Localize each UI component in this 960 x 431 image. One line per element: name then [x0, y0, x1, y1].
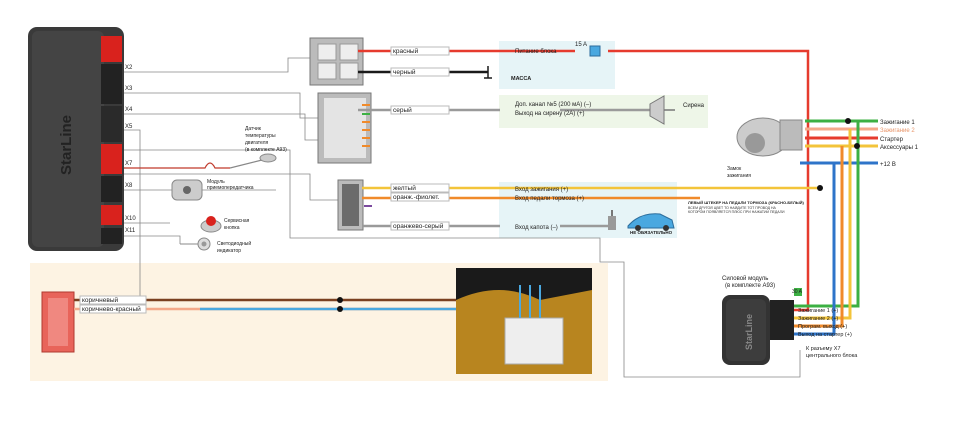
brake-note-text: ВСЕМ ДРУГОЙ ЦВЕТ ТО НАЙДИТЕ ТОТ ПРОВОД Н…: [688, 206, 785, 214]
power-module-label: (в комплекте А93): [725, 283, 775, 289]
connector-x2-block: [309, 37, 364, 86]
junction-dot: [337, 297, 343, 303]
connector-label: X11: [125, 228, 136, 234]
hood-switch-icon: [608, 210, 616, 230]
ground-label: МАССА: [511, 76, 531, 82]
wire-label-brown-red: коричнево-красный: [82, 305, 141, 313]
wire-label-orange-gray: оранжево-серый: [393, 222, 444, 230]
harness-lines: [50, 57, 801, 378]
svg-text:Светодиодный индикатор: Светодиодный индикатор: [217, 240, 253, 254]
junction-dot: [337, 306, 343, 312]
wire-label-brown: коричневый: [82, 296, 118, 304]
bottom-connector: [41, 291, 75, 353]
power-label: Питание блока: [515, 49, 557, 55]
temp-sensor: [124, 153, 277, 169]
lock-output-label: Стартер: [880, 137, 904, 143]
ignition-lock-label: Замок: [727, 166, 742, 172]
ground-icon: [484, 66, 492, 79]
service-button-label: Сервисная: [224, 218, 250, 224]
brake-note-title: ЛЕВЫЙ ШТЕКЕР НА ПЕДАЛИ ТОРМОЗА (КРАСНО-Б…: [688, 200, 805, 205]
junction-dot: [854, 143, 860, 149]
siren-panel: [499, 95, 708, 128]
lock-output-label: +12 В: [880, 162, 896, 168]
led-icon: [180, 237, 211, 251]
module-output-label: Зажигание 2 (+): [798, 316, 838, 322]
power-module-label: Силовой модуль: [722, 275, 768, 282]
wire-label-yellow: желтый: [393, 184, 416, 192]
junction-dot: [817, 185, 823, 191]
connector-label: X5: [125, 124, 133, 130]
led-label: Светодиодный: [217, 240, 251, 247]
inputs-panel: [499, 182, 677, 238]
svg-text:Сервисная кнопка: Сервисная кнопка: [224, 218, 251, 231]
channel5-label: Доп. канал №5 (200 мА) (–): [515, 101, 591, 108]
temp-sensor-label: температуры: [245, 133, 276, 139]
connector-label: X7: [125, 161, 133, 167]
service-button-icon: [200, 216, 222, 233]
ignition-lock-label: зажигания: [727, 173, 751, 179]
connector-x5-block: [337, 179, 364, 231]
hood-input-label: Вход капота (–): [515, 225, 558, 231]
junction-dot: [845, 118, 851, 124]
temp-sensor-label: (в комплекте А93): [245, 147, 287, 153]
svg-text:Силовой модуль (в комплект: Силовой модуль (в комплекте А93): [722, 275, 775, 289]
x7-ref-label: центрального блока: [806, 353, 858, 359]
fuse-label: 15 A: [575, 42, 587, 48]
brake-note: ВСЕМ ДРУГОЙ ЦВЕТ ТО НАЙДИТЕ ТОТ ПРОВОД Н…: [688, 206, 785, 214]
main-unit: StarLine: [28, 27, 124, 251]
not-required-label: НЕ ОБЯЗАТЕЛЬНО: [630, 230, 673, 235]
connector-label: X4: [125, 107, 133, 113]
connector-label: X2: [125, 65, 133, 71]
lock-output-label: Аксессуары 1: [880, 145, 919, 151]
led-label: индикатор: [217, 248, 241, 254]
transceiver-module: [171, 179, 203, 201]
module-output-label: Програм. выход (+): [798, 324, 847, 330]
transceiver-label: Модуль: [207, 179, 225, 185]
power-module-logo: StarLine: [744, 314, 754, 350]
harness-photo: [456, 268, 592, 374]
wire-label-red: красный: [393, 47, 419, 55]
ignition-input-label: Вход зажигания (+): [515, 187, 568, 193]
temp-sensor-label: двигателя: [245, 140, 269, 146]
fuse-label: 30 A: [792, 289, 803, 295]
wire-label-black: черный: [393, 68, 416, 76]
fuse-icon: [794, 288, 802, 296]
siren-output-label: Выход на сирену (2А) (+): [515, 111, 584, 117]
fuse-icon: [589, 45, 601, 57]
module-output-label: Выход на стартер (+): [798, 332, 852, 338]
lock-output-label: Зажигание 2: [880, 128, 915, 134]
svg-text:Датчик температуры дви: Датчик температуры двигателя (в комплект…: [245, 126, 287, 153]
siren-label: Сирена: [683, 103, 705, 109]
module-output-label: Зажигание 1 (+): [798, 308, 838, 314]
siren-icon: [649, 95, 675, 125]
brake-input-label: Вход педали тормоза (+): [515, 196, 584, 202]
svg-text:Модуль приемопередатчика: Модуль приемопередатчика: [207, 179, 254, 191]
x7-ref-label: К разъему X7: [806, 346, 841, 352]
wire-label-gray: серый: [393, 106, 412, 114]
connector-label: X10: [125, 216, 136, 222]
temp-sensor-label: Датчик: [245, 126, 262, 132]
car-icon: [627, 213, 675, 231]
wire-label-orange-violet: оранж.-фиолет.: [393, 194, 440, 201]
brand-logo: StarLine: [58, 115, 75, 175]
ignition-lock-icon: [736, 117, 803, 157]
lock-output-label: Зажигание 1: [880, 120, 915, 126]
service-button-label: кнопка: [224, 225, 240, 231]
connector-label: X3: [125, 86, 133, 92]
connector-x3-block: [317, 92, 372, 164]
transceiver-label: приемопередатчика: [207, 185, 254, 191]
svg-text:Замок зажигания: Замок зажигания: [727, 166, 751, 179]
power-module: StarLine: [722, 295, 794, 365]
connector-label: X8: [125, 183, 133, 189]
